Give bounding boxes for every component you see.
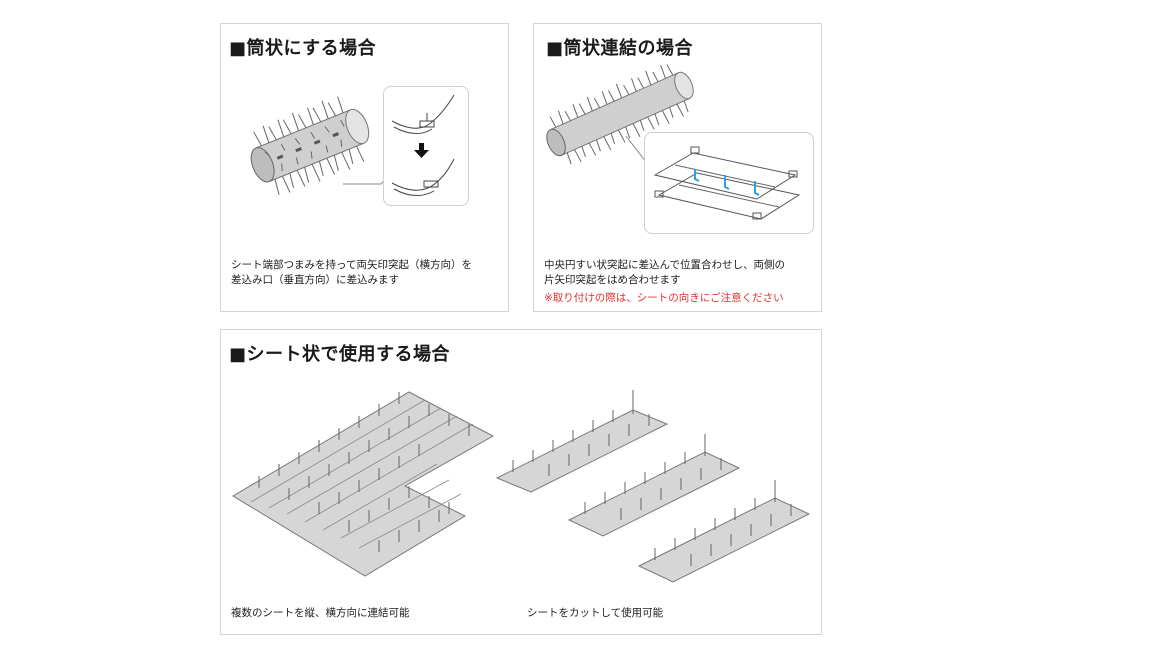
panel-tube-link-usage: ■筒状連結の場合 (533, 23, 822, 312)
panel-title: ■筒状連結の場合 (546, 38, 694, 59)
arrow-down-icon (414, 143, 429, 158)
sheet-caption-right: シートをカットして使用可能 (527, 606, 663, 621)
link-detail-icon (653, 146, 801, 220)
spiked-cylinder-icon (250, 96, 370, 195)
caption-line: 中央円すい状突起に差込んで位置合わせし、両側の (544, 259, 785, 271)
caption-line: シート端部つまみを持って両矢印突起（横方向）を (231, 259, 472, 271)
panel-tube-usage: ■筒状にする場合 (220, 23, 509, 312)
detail-inset (644, 132, 814, 234)
insertion-detail-icon (391, 94, 455, 196)
detail-inset (383, 86, 469, 206)
link-caption: 中央円すい状突起に差込んで位置合わせし、両側の 片矢印突起をはめ合わせます (544, 258, 785, 288)
spiked-sheet-icon (495, 390, 811, 583)
panel-sheet-usage: ■シート状で使用する場合 (220, 329, 822, 635)
spiked-cylinder-icon (546, 64, 694, 165)
caption-line: 差込み口（垂直方向）に差込みます (231, 274, 399, 286)
caption-line: 片矢印突起をはめ合わせます (544, 274, 681, 286)
caption-line: 複数のシートを縦、横方向に連結可能 (231, 607, 410, 619)
tube-caption: シート端部つまみを持って両矢印突起（横方向）を 差込み口（垂直方向）に差込みます (231, 258, 472, 288)
sheet-caption-left: 複数のシートを縦、横方向に連結可能 (231, 606, 410, 621)
panel-title: ■シート状で使用する場合 (229, 344, 451, 365)
caution-note: ※取り付けの際は、シートの向きにご注意ください (544, 292, 784, 304)
panel-title: ■筒状にする場合 (229, 38, 377, 59)
spiked-sheet-icon (232, 391, 495, 577)
caption-line: シートをカットして使用可能 (527, 607, 664, 619)
